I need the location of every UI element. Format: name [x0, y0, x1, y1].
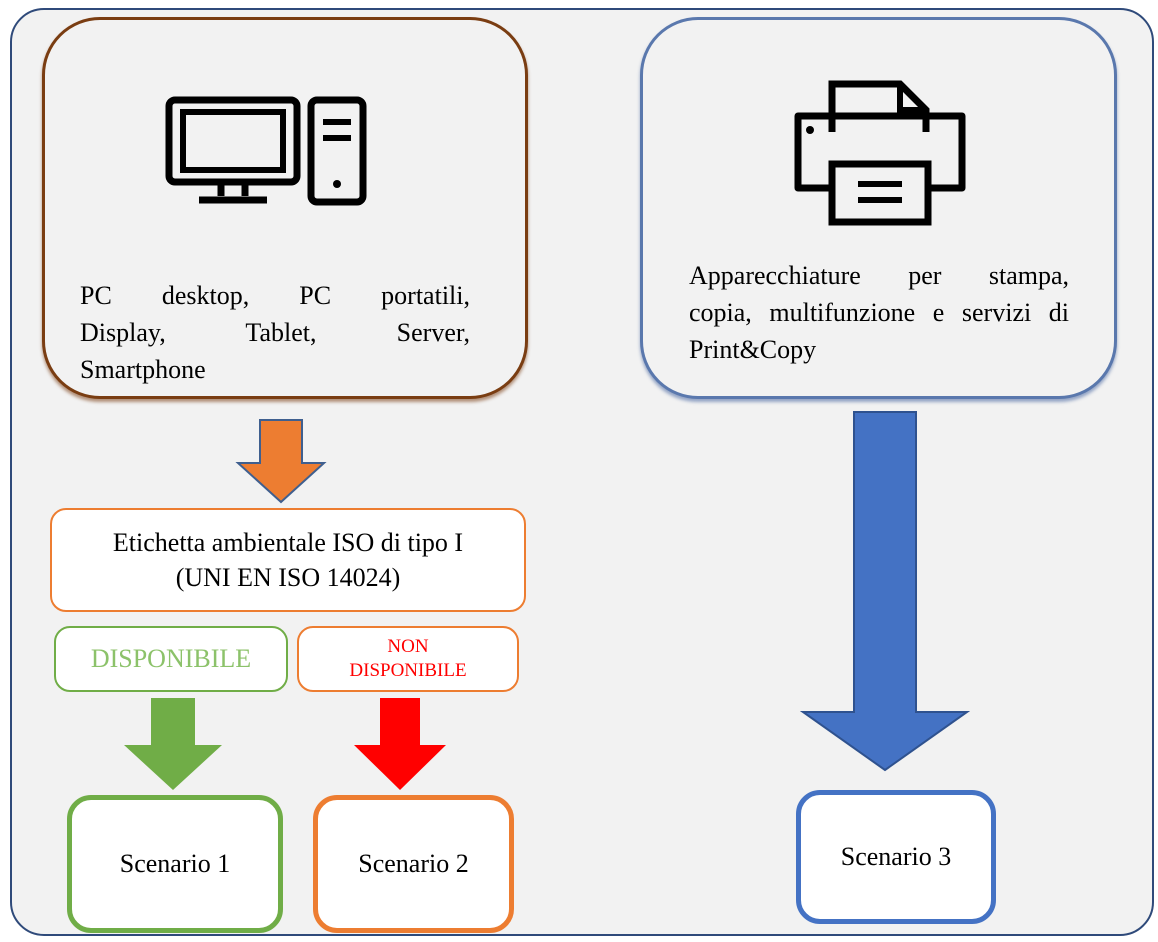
desktop-computer-icon: [165, 96, 367, 206]
printing-devices-text: Apparecchiature per stampa, copia, multi…: [689, 258, 1069, 369]
iso-eco-label-line: (UNI EN ISO 14024): [175, 563, 401, 592]
printing-devices-line: Print&Copy: [689, 334, 817, 364]
pc-devices-text: PC desktop, PC portatili, Display, Table…: [80, 278, 470, 389]
pc-devices-line: Smartphone: [80, 354, 206, 384]
scenario-2-label: Scenario 2: [358, 849, 469, 878]
available-box: DISPONIBILE: [54, 626, 288, 692]
not-available-box: NON DISPONIBILE: [297, 626, 519, 692]
available-label: DISPONIBILE: [90, 644, 252, 673]
red-down-arrow: [354, 698, 446, 790]
green-down-arrow: [124, 698, 222, 790]
printing-devices-line: copia, multifunzione e servizi di: [689, 297, 1069, 327]
scenario-1-label: Scenario 1: [119, 849, 231, 878]
orange-down-arrow: [235, 419, 327, 504]
pc-devices-card: [42, 17, 528, 399]
printer-icon: [794, 80, 966, 226]
printing-devices-line: Apparecchiature per stampa,: [689, 261, 1069, 290]
scenario-3-label: Scenario 3: [840, 842, 952, 871]
iso-eco-label-box: Etichetta ambientale ISO di tipo I (UNI …: [50, 508, 526, 612]
scenario-1-box: Scenario 1: [67, 795, 283, 933]
iso-eco-label-line: Etichetta ambientale ISO di tipo I: [112, 527, 464, 557]
pc-devices-line: PC desktop, PC portatili,: [80, 281, 470, 310]
scenario-2-box: Scenario 2: [313, 795, 514, 933]
not-available-label: DISPONIBILE: [349, 660, 467, 681]
not-available-label: NON: [387, 636, 429, 658]
scenario-3-box: Scenario 3: [796, 790, 996, 924]
blue-down-arrow: [799, 411, 971, 772]
pc-devices-line: Display, Tablet, Server,: [80, 317, 470, 347]
